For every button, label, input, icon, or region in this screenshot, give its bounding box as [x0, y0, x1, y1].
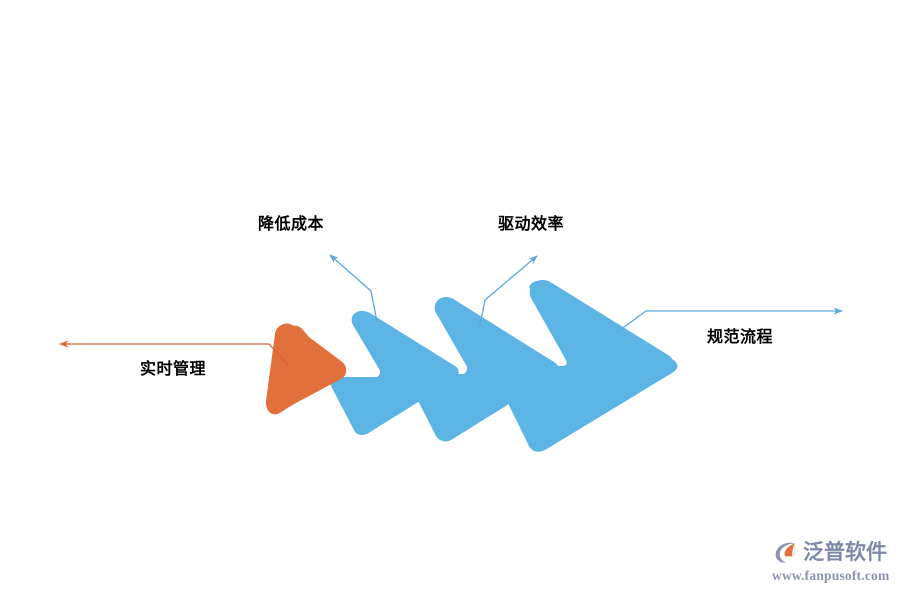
callout-label-drive-efficiency: 驱动效率	[498, 216, 565, 233]
brand-row: 泛普软件	[772, 537, 892, 567]
blue-chevron-3-body	[498, 279, 674, 451]
callout-label-reduce-cost: 降低成本	[258, 216, 325, 233]
callout-label-realtime-management: 实时管理	[140, 361, 207, 378]
blue-chevron-1	[330, 310, 459, 435]
connector-reduce-cost	[329, 254, 378, 323]
blue-chevron-2	[409, 296, 559, 442]
connector-drive-efficiency	[478, 255, 538, 331]
brand-url: www.fanpusoft.com	[772, 568, 890, 583]
connector-realtime-management	[59, 340, 290, 367]
brand-watermark: 泛普软件 www.fanpusoft.com	[772, 537, 892, 585]
fanpu-logo-icon	[775, 542, 795, 563]
callout-label-standardize-process: 规范流程	[707, 329, 774, 346]
orange-triangle-body	[265, 323, 347, 413]
connector-standardize-process	[615, 307, 843, 334]
brand-name: 泛普软件	[803, 540, 887, 564]
